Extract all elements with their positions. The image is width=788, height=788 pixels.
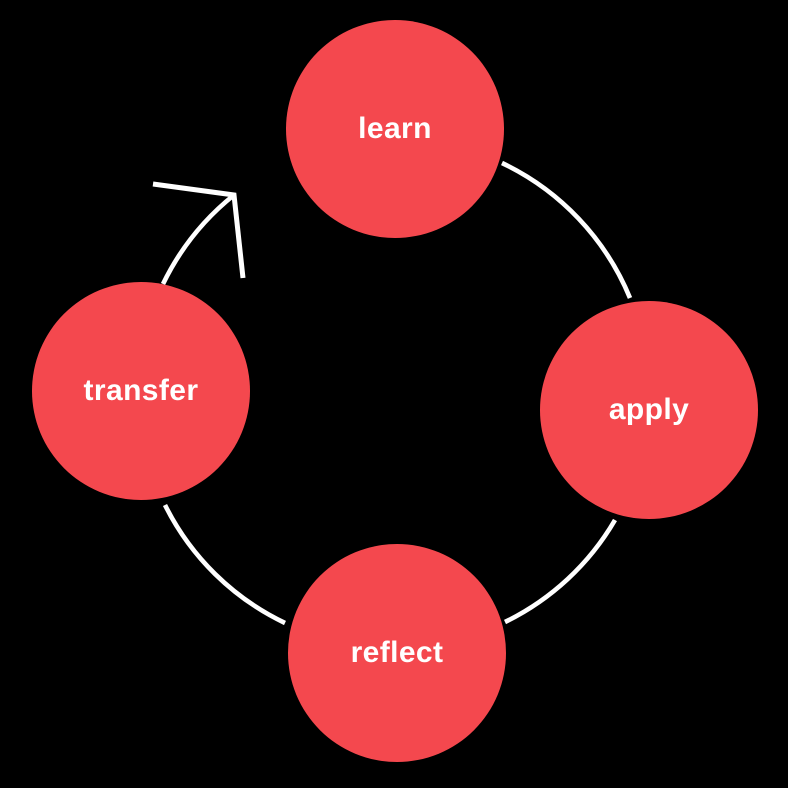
node-reflect-label: reflect [350, 636, 444, 669]
node-apply-label: apply [608, 393, 690, 426]
node-learn-label: learn [358, 112, 432, 145]
arc-transfer-to-learn [160, 193, 236, 286]
node-reflect: reflect [288, 544, 506, 762]
node-transfer: transfer [32, 282, 250, 500]
node-learn: learn [286, 20, 504, 238]
arc-reflect-to-transfer [162, 503, 286, 626]
node-transfer-label: transfer [83, 374, 199, 407]
arc-learn-to-apply [501, 160, 633, 299]
arc-apply-to-reflect [503, 518, 617, 625]
arrowhead-icon [152, 181, 246, 279]
node-apply: apply [540, 301, 758, 519]
